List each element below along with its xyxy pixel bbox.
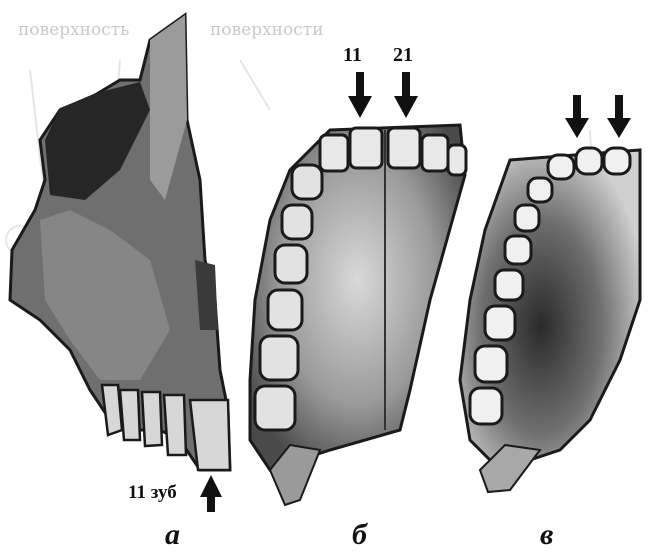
panel-a-maxilla	[10, 15, 230, 470]
panel-a-caption: а	[165, 518, 180, 552]
panel-c-palate	[460, 148, 640, 492]
tooth-11-label: 11 зуб	[128, 482, 177, 504]
tooth-label-21: 21	[393, 44, 413, 67]
panel-b-caption: б	[352, 518, 367, 552]
tooth-label-11: 11	[343, 44, 362, 67]
panel-b-palate	[250, 125, 466, 505]
panel-c-caption: в	[540, 518, 553, 552]
